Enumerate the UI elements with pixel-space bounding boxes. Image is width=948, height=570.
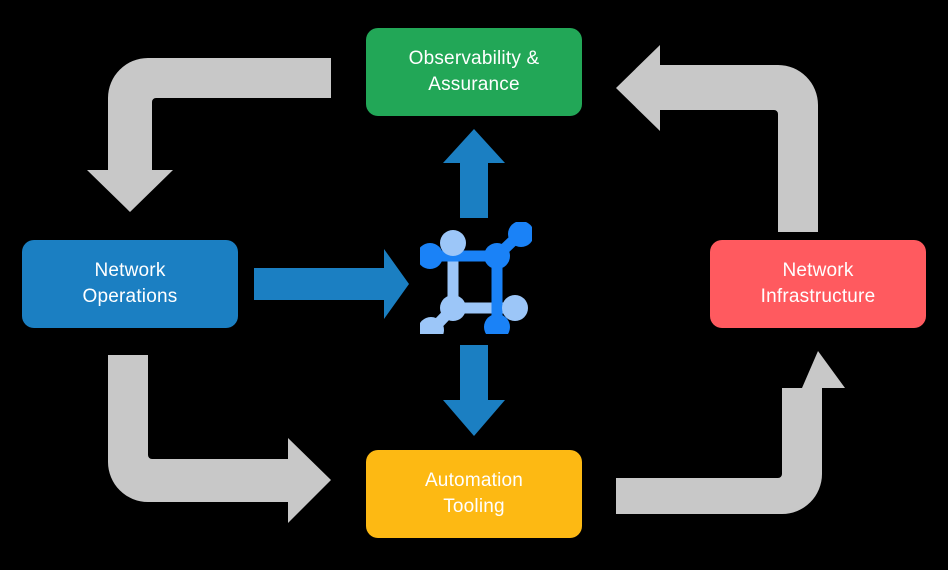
flow-arrow-center-to-automation xyxy=(443,345,505,436)
topology-light-nodes xyxy=(420,230,528,334)
network-topology-icon xyxy=(420,222,532,334)
node-box-observability-assurance[interactable]: Observability & Assurance xyxy=(366,28,582,116)
node-label-observability-assurance: Observability & Assurance xyxy=(408,47,540,95)
node-box-network-infrastructure[interactable]: Network Infrastructure xyxy=(710,240,926,328)
cycle-arrow-infrastructure-to-observability xyxy=(616,45,818,232)
cycle-arrow-automation-to-infrastructure xyxy=(616,351,845,514)
cycle-arrow-operations-to-automation xyxy=(108,355,331,523)
node-label-automation-tooling: Automation Tooling xyxy=(424,469,524,517)
node-label-network-operations: Network Operations xyxy=(82,259,178,307)
topology-dark-nodes xyxy=(420,222,532,334)
flow-arrow-center-to-observability xyxy=(443,129,505,218)
flow-arrow-operations-to-center xyxy=(254,249,409,319)
node-box-network-operations[interactable]: Network Operations xyxy=(22,240,238,328)
node-box-automation-tooling[interactable]: Automation Tooling xyxy=(366,450,582,538)
node-label-network-infrastructure: Network Infrastructure xyxy=(760,259,876,307)
cycle-arrow-observability-to-operations xyxy=(87,58,331,212)
